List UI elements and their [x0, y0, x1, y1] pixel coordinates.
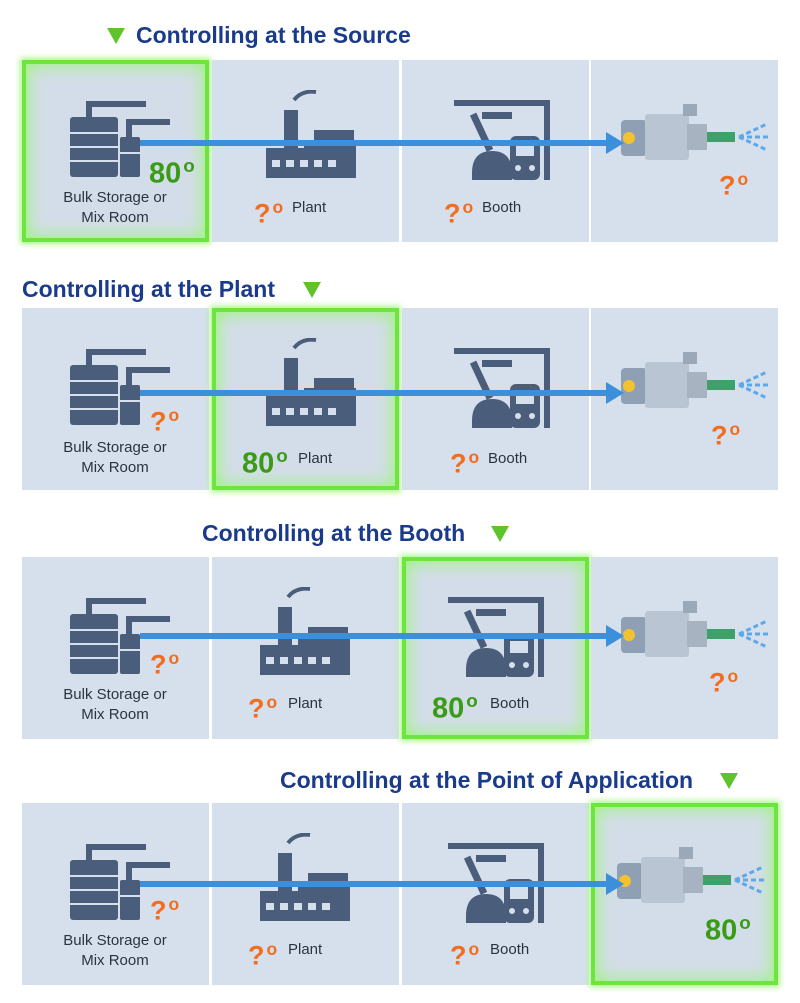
plant-label: Plant [298, 450, 333, 467]
spray-gun-icon [617, 847, 765, 903]
flow-arrow [140, 390, 608, 396]
scenario-row-application: Bulk Storage or Mix Room ?o Plant ?o Boo… [22, 803, 778, 985]
unknown-temp: ?o [711, 419, 741, 451]
scenario-title: Controlling at the Booth [202, 520, 466, 546]
factory-icon [260, 833, 350, 921]
unknown-temp: ?o [254, 197, 284, 229]
storage-tanks-icon [70, 844, 170, 920]
spray-gun-icon [621, 104, 769, 160]
storage-panel: Bulk Storage or Mix Room [22, 308, 209, 490]
booth-label: Booth [488, 450, 528, 467]
booth-panel: ?o Booth [402, 803, 589, 985]
spray-gun-icon [621, 601, 769, 657]
storage-tanks-icon [70, 598, 170, 674]
triangle-marker-icon [491, 526, 509, 542]
unknown-temp: ?o [150, 405, 180, 437]
flow-arrow [140, 140, 608, 146]
unknown-temp: ?o [450, 939, 480, 971]
storage-label: Bulk Storage or Mix Room [63, 189, 167, 226]
flow-arrow [140, 633, 608, 639]
flow-arrow [140, 881, 608, 887]
unknown-temp: ?o [150, 894, 180, 926]
unknown-temp: ?o [248, 939, 278, 971]
flow-arrow-head [606, 382, 624, 404]
storage-panel: Bulk Storage or Mix Room [22, 803, 209, 985]
storage-label: Bulk Storage or Mix Room [63, 686, 167, 723]
triangle-marker-icon [303, 282, 321, 298]
scenario-heading-plant: Controlling at the Plant [0, 274, 800, 304]
flow-arrow-head [606, 625, 624, 647]
triangle-marker-icon [720, 773, 738, 789]
scenario-title: Controlling at the Plant [22, 276, 275, 302]
application-panel: ?o [591, 557, 778, 739]
scenario-heading-application: Controlling at the Point of Application [0, 765, 800, 795]
storage-panel: Bulk Storage or Mix Room [22, 60, 209, 242]
booth-panel: ?o Booth [402, 60, 589, 242]
unknown-temp: ?o [719, 169, 749, 201]
unknown-temp: ?o [150, 648, 180, 680]
factory-icon [266, 90, 356, 178]
scenario-title: Controlling at the Point of Application [280, 767, 694, 793]
plant-label: Plant [288, 941, 323, 958]
booth-label: Booth [490, 941, 530, 958]
plant-panel: ?o Plant [212, 803, 399, 985]
scenario-row-source: Bulk Storage or Mix Room ?o Plant ?o Boo… [22, 60, 778, 242]
booth-label: Booth [490, 695, 530, 712]
storage-tanks-icon [70, 349, 170, 425]
storage-label: Bulk Storage or Mix Room [63, 932, 167, 969]
unknown-temp: ?o [450, 447, 480, 479]
flow-arrow-head [606, 873, 624, 895]
flow-arrow-head [606, 132, 624, 154]
plant-panel: ?o Plant [212, 60, 399, 242]
storage-panel: Bulk Storage or Mix Room [22, 557, 209, 739]
booth-panel: ?o Booth [402, 308, 589, 490]
scenario-heading-source: Controlling at the Source [0, 20, 800, 50]
booth-label: Booth [482, 199, 522, 216]
spray-gun-icon [621, 352, 769, 408]
unknown-temp: ?o [709, 666, 739, 698]
plant-panel: ?o Plant [212, 557, 399, 739]
factory-icon [266, 338, 356, 426]
plant-label: Plant [288, 695, 323, 712]
triangle-marker-icon [107, 28, 125, 44]
scenario-heading-booth: Controlling at the Booth [0, 518, 800, 548]
unknown-temp: ?o [248, 692, 278, 724]
robot-booth-icon [454, 348, 550, 428]
storage-label: Bulk Storage or Mix Room [63, 439, 167, 476]
scenario-title: Controlling at the Source [136, 22, 411, 48]
unknown-temp: ?o [444, 197, 474, 229]
plant-label: Plant [292, 199, 327, 216]
storage-tanks-icon [70, 101, 170, 177]
